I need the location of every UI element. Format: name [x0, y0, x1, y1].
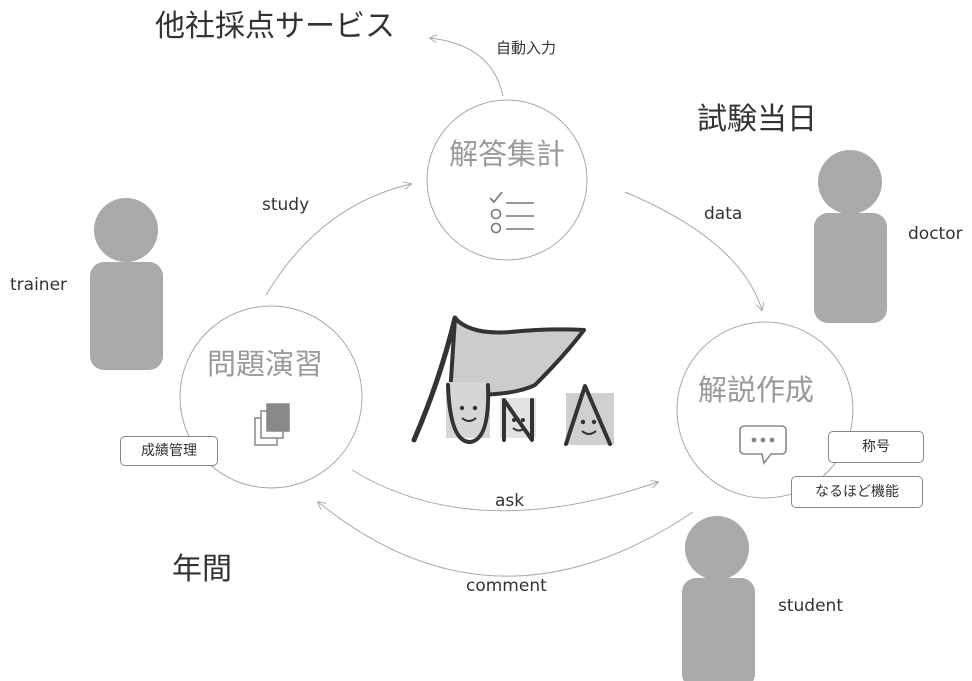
explain-title: 解説作成 [698, 373, 815, 407]
practice-circle [179, 305, 363, 489]
flag-cloth [448, 316, 586, 397]
study-arrow [265, 184, 411, 296]
ask-label: ask [495, 491, 525, 511]
flag-pole [411, 315, 458, 443]
title-badge-tag: 称号 [828, 431, 924, 463]
trainer-figure [90, 198, 163, 370]
stacked-pages-icon [254, 403, 290, 446]
letter-a [564, 384, 612, 446]
comment-label: comment [466, 576, 547, 596]
comment-arrow [318, 502, 694, 577]
explain-circle [676, 321, 854, 499]
grades-tag: 成績管理 [120, 436, 218, 466]
data-label: data [704, 204, 743, 224]
letter-n [502, 398, 534, 442]
aggregate-title: 解答集計 [449, 137, 566, 171]
student-label: student [778, 596, 843, 616]
auto-input-arrow [430, 38, 504, 97]
aggregate-circle [426, 99, 588, 261]
doctor-figure [814, 150, 887, 323]
doctor-label: doctor [908, 224, 963, 244]
data-arrow [624, 191, 762, 310]
trainer-label: trainer [10, 275, 68, 295]
i-see-tag: なるほど機能 [791, 476, 923, 508]
funa-logo [411, 315, 614, 446]
auto-input-label: 自動入力 [496, 39, 557, 57]
letter-u [446, 383, 491, 445]
year-round-label: 年間 [172, 552, 232, 587]
student-figure [682, 516, 755, 681]
chat-bubble-icon [739, 425, 787, 465]
checklist-icon [489, 191, 534, 234]
ask-arrow [351, 469, 658, 512]
practice-title: 問題演習 [207, 347, 324, 381]
exam-day-label: 試験当日 [697, 102, 817, 137]
other-service-label: 他社採点サービス [155, 9, 395, 44]
study-label: study [262, 195, 310, 215]
